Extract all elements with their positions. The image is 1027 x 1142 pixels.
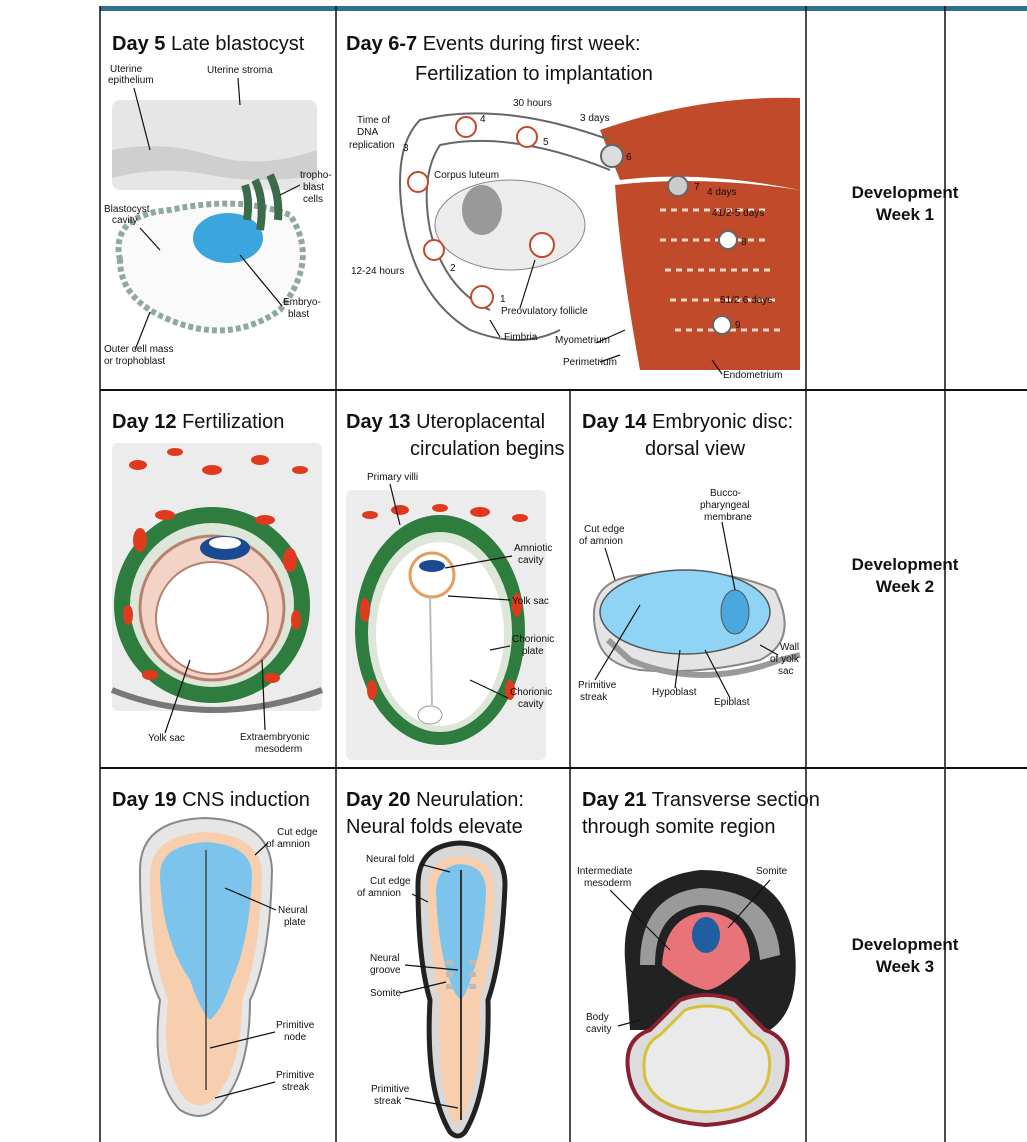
day67-45-days: 41/2-5 days [712,208,764,219]
day13-primary-villi: Primary villi [367,472,418,483]
svg-text:Day 14 Embryonic disc:: Day 14 Embryonic disc: [582,411,793,433]
day67-num-8: 8 [741,237,747,248]
week3-line2: Week 3 [876,957,934,976]
svg-text:Day 13 Uteroplacental: Day 13 Uteroplacental [346,411,545,433]
day21-illustration [625,870,796,1125]
day67-num-5: 5 [543,137,549,148]
day67-num-6: 6 [626,152,632,163]
day13-day: Day 13 [346,411,411,433]
day19-illustration [140,818,272,1116]
day19-title: CNS induction [182,789,310,811]
panel-day67: Day 6-7 Events during first week: Fertil… [346,33,800,381]
day5-uterine-stroma: Uterine stroma [207,65,273,76]
day13-title-line2: circulation begins [410,438,565,460]
panel-day12: Day 12 Fertilization Yolk sac Extraembry… [112,411,322,755]
svg-text:Day 5 Late blastocyst: Day 5 Late blastocyst [112,33,305,55]
day21-somite: Somite [756,866,788,877]
week-labels: Development Week 1 Development Week 2 De… [852,183,959,976]
panel-day13: Day 13 Uteroplacental circulation begins… [346,411,565,760]
day20-illustration [418,843,505,1136]
day67-endometrium: Endometrium [723,370,782,381]
day67-num-4: 4 [480,114,486,125]
day14-day: Day 14 [582,411,647,433]
day67-3-days: 3 days [580,113,609,124]
svg-text:Day 21 Transverse section: Day 21 Transverse section [582,789,820,811]
day20-day: Day 20 [346,789,411,811]
day14-title-line2: dorsal view [645,438,746,460]
day67-56-days: 51/2-6 days [720,295,772,306]
week1-line2: Week 1 [876,205,934,224]
day67-num-9: 9 [735,320,741,331]
week2-line1: Development [852,555,959,574]
day67-follicle: Preovulatory follicle [501,306,588,317]
day67-num-7: 7 [694,182,700,193]
day20-title-line1: Neurulation: [416,789,524,811]
day12-illustration [112,443,322,711]
panel-day14: Day 14 Embryonic disc: dorsal view Cut e… [578,411,800,708]
panel-day20: Day 20 Neurulation: Neural folds elevate… [346,789,524,1136]
day67-4-days: 4 days [707,187,736,198]
day67-title-line2: Fertilization to implantation [415,63,653,85]
day5-day: Day 5 [112,33,165,55]
day67-num-1: 1 [500,294,506,305]
day67-corpus-luteum: Corpus luteum [434,170,499,181]
day21-title-line1: Transverse section [652,789,820,811]
day67-num-3: 3 [403,143,409,154]
svg-text:Day 19 CNS induction: Day 19 CNS induction [112,789,310,811]
svg-text:Day 6-7 Events during first we: Day 6-7 Events during first week: [346,33,641,55]
week1-line1: Development [852,183,959,202]
day12-yolk-sac: Yolk sac [148,733,185,744]
day13-illustration [346,490,546,760]
day20-somite: Somite [370,988,402,999]
svg-text:Day 20 Neurulation:: Day 20 Neurulation: [346,789,524,811]
day67-30-hours: 30 hours [513,98,552,109]
day67-day: Day 6-7 [346,33,417,55]
day5-title: Late blastocyst [171,33,305,55]
day21-title-line2: through somite region [582,816,775,838]
day67-num-2: 2 [450,263,456,274]
day21-day: Day 21 [582,789,647,811]
day67-fimbria: Fimbria [504,332,538,343]
top-bar [100,6,1027,11]
day13-yolk-sac: Yolk sac [512,596,549,607]
day67-12-24-hours: 12-24 hours [351,266,404,277]
week3-line1: Development [852,935,959,954]
day13-title-line1: Uteroplacental [416,411,545,433]
day12-day: Day 12 [112,411,177,433]
day20-neural-fold: Neural fold [366,854,414,865]
day20-title-line2: Neural folds elevate [346,816,523,838]
day14-hypoblast: Hypoblast [652,687,697,698]
day12-title: Fertilization [182,411,284,433]
week2-line2: Week 2 [876,577,934,596]
day67-title-line1: Events during first week: [423,33,641,55]
blastocyst-illustration [112,100,317,330]
day19-day: Day 19 [112,789,177,811]
day5-embryoblast: Embryo-blast [283,297,321,320]
day14-epiblast: Epiblast [714,697,750,708]
panel-day21: Day 21 Transverse section through somite… [577,789,820,1125]
day14-title-line1: Embryonic disc: [652,411,793,433]
svg-text:Day 12 Fertilization: Day 12 Fertilization [112,411,284,433]
